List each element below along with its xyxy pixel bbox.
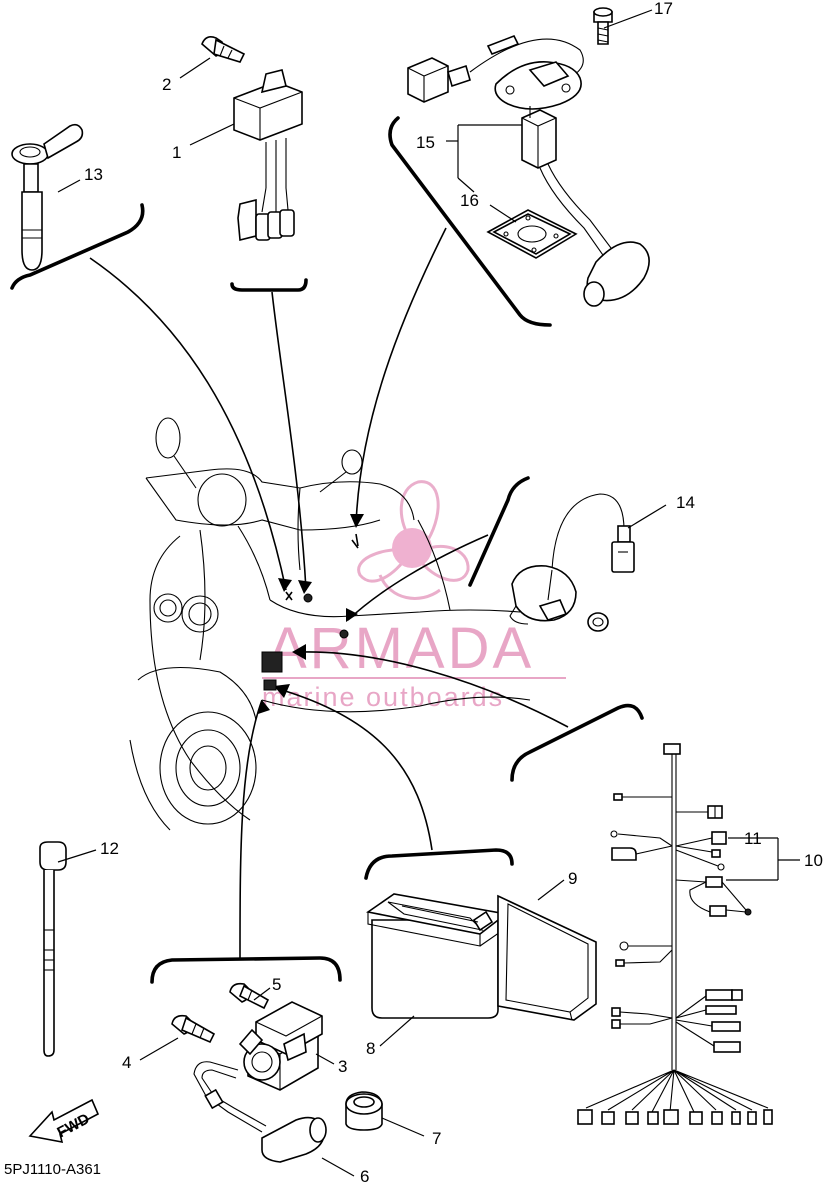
part-17-screw bbox=[593, 7, 613, 45]
callout-3: 3 bbox=[338, 1057, 347, 1076]
callout-12: 12 bbox=[100, 839, 119, 858]
part-9-battery-plate bbox=[497, 894, 597, 1021]
part-14-sensor bbox=[509, 493, 635, 632]
callout-labels: 1 2 3 4 5 6 7 8 9 10 11 12 13 14 15 16 1… bbox=[84, 0, 823, 1184]
part-10-wire-harness bbox=[577, 743, 773, 1125]
propeller-icon bbox=[357, 480, 470, 600]
callout-leaders bbox=[57, 9, 800, 1177]
part-6-plug-lead bbox=[193, 1061, 327, 1163]
callout-4: 4 bbox=[122, 1053, 131, 1072]
callout-5: 5 bbox=[272, 975, 281, 994]
callout-9: 9 bbox=[568, 869, 577, 888]
callout-7: 7 bbox=[432, 1129, 441, 1148]
callout-8: 8 bbox=[366, 1039, 375, 1058]
part-13-plug-cap bbox=[11, 123, 84, 271]
drawing-code: 5PJ1110-A361 bbox=[4, 1161, 101, 1178]
part-7-rubber-cap bbox=[345, 1091, 383, 1131]
callout-15: 15 bbox=[416, 133, 435, 152]
watermark-title: ARMADA bbox=[268, 616, 534, 681]
part-15-fuel-sender bbox=[407, 34, 650, 307]
callout-14: 14 bbox=[676, 493, 695, 512]
part-8-battery bbox=[365, 893, 508, 1019]
part-16-gasket bbox=[486, 209, 578, 259]
callout-16: 16 bbox=[460, 191, 479, 210]
connector-lines bbox=[89, 227, 569, 959]
callout-17: 17 bbox=[654, 0, 673, 18]
scooter-body-outline bbox=[129, 417, 531, 831]
group-brackets bbox=[10, 116, 644, 984]
armada-watermark-logo: ARMADA marine outboards bbox=[262, 480, 566, 712]
part-2-screw bbox=[201, 36, 246, 63]
part-12-cable-band bbox=[39, 841, 67, 1057]
part-1-cdi-unit bbox=[233, 69, 303, 242]
part-5-bolt bbox=[229, 982, 270, 1010]
part-3-ignition-coil bbox=[238, 1001, 323, 1091]
callout-11: 11 bbox=[744, 829, 762, 848]
callout-2: 2 bbox=[162, 75, 171, 94]
callout-10: 10 bbox=[804, 851, 823, 870]
callout-6: 6 bbox=[360, 1167, 369, 1184]
part-4-bolt bbox=[171, 1014, 216, 1044]
callout-1: 1 bbox=[172, 143, 181, 162]
callout-13: 13 bbox=[84, 165, 103, 184]
fwd-arrow-icon: FWD bbox=[28, 1098, 100, 1144]
